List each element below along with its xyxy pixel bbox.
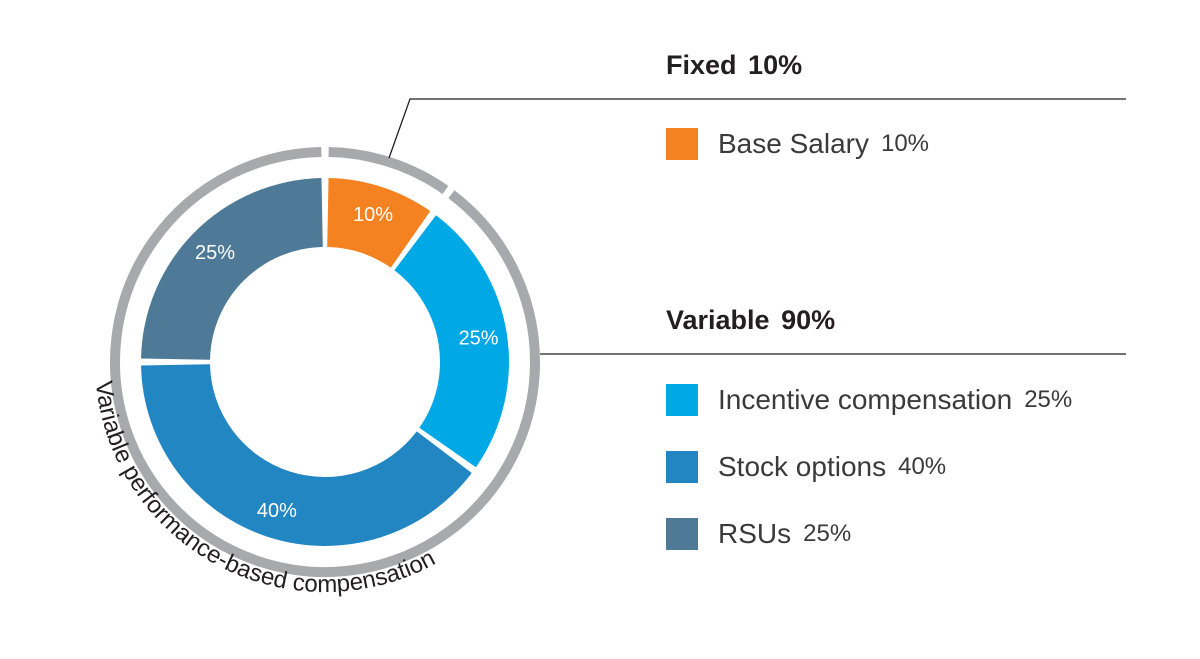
legend-value: 25%	[1024, 386, 1073, 413]
legend-label: Base Salary	[718, 128, 869, 159]
rsus-swatch	[666, 518, 698, 550]
outer-ring-variable	[110, 147, 540, 577]
outer-ring-fixed	[328, 147, 449, 195]
incentive-swatch	[666, 384, 698, 416]
legend-fixed-title: Fixed 10%	[666, 50, 802, 81]
slice-base-salary	[327, 178, 431, 268]
fixed-title-text: Fixed	[666, 50, 737, 80]
legend-label: RSUs	[718, 518, 792, 549]
legend-value: 10%	[880, 130, 930, 157]
donut-slices	[141, 178, 509, 547]
slice-label-incentive-compensation: 25%	[459, 328, 499, 350]
stock-options-swatch	[666, 451, 698, 483]
legend-item-incentive: Incentive compensation 25%	[666, 384, 1072, 416]
variable-title-value: 90%	[781, 305, 836, 335]
legend-variable-title: Variable 90%	[666, 305, 835, 336]
slice-stock-options	[141, 364, 472, 547]
fixed-connector-line	[388, 98, 1126, 159]
slice-label-rsus: 25%	[195, 242, 235, 264]
base-salary-swatch	[666, 128, 698, 160]
legend-value: 25%	[803, 520, 852, 547]
legend-variable-group: Variable 90% Incentive compensation 25% …	[666, 305, 1072, 550]
legend-value: 40%	[898, 453, 947, 480]
slice-label-base-salary: 10%	[353, 204, 393, 226]
legend-item-stock-options: Stock options 40%	[666, 451, 946, 483]
outer-ring	[110, 147, 540, 577]
variable-title-text: Variable	[666, 305, 770, 335]
legend-label: Stock options	[718, 451, 887, 482]
slice-incentive-compensation	[394, 215, 509, 468]
legend-connectors	[388, 98, 1126, 355]
fixed-title-value: 10%	[748, 50, 803, 80]
legend-item-rsus: RSUs 25%	[666, 518, 851, 550]
slice-labels: 10% 25% 40% 25%	[195, 204, 499, 522]
legend-label: Incentive compensation	[718, 384, 1013, 415]
legend-item-base-salary: Base Salary 10%	[666, 128, 929, 160]
legend-fixed-group: Fixed 10% Base Salary 10%	[666, 50, 929, 160]
slice-rsus	[141, 178, 323, 360]
slice-label-stock-options: 40%	[257, 500, 297, 522]
